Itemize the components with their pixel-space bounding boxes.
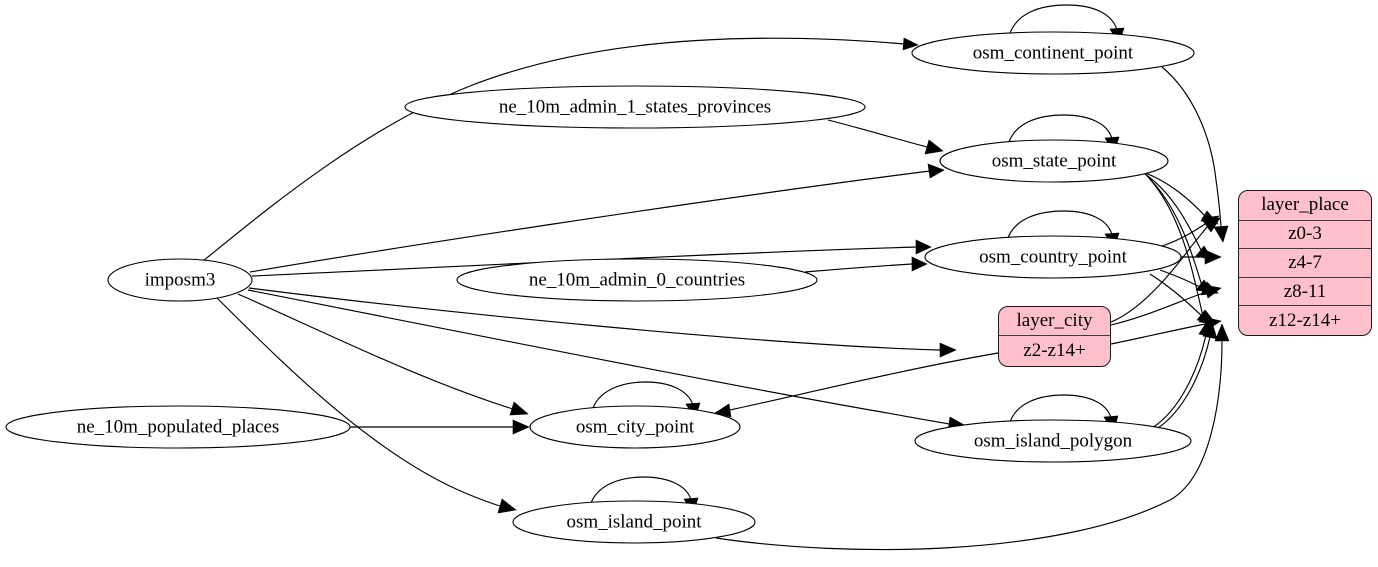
edge-imposm3-to-osm_continent_point (202, 37, 906, 262)
edge-self-osm_island_point (589, 476, 692, 507)
node-ne_10m_admin_1_states_provinces[interactable]: ne_10m_admin_1_states_provinces (404, 85, 866, 129)
arrowhead (512, 419, 530, 435)
record-node-layer_city[interactable]: layer_city z2-z14+ (998, 306, 1111, 367)
layer_city-header: layer_city (999, 307, 1110, 337)
edge-osm_island_polygon-to-layer_place-z12-z14-b (1154, 336, 1211, 431)
node-osm_island_polygon[interactable]: osm_island_polygon (914, 419, 1192, 463)
layer_place-row-z8-11[interactable]: z8-11 (1239, 278, 1371, 307)
layer_place-row-z0-3[interactable]: z0-3 (1239, 221, 1371, 250)
edge-self-osm_state_point (1007, 114, 1113, 146)
edge-imposm3-to-osm_city_point (237, 293, 514, 410)
layer_place-header: layer_place (1239, 191, 1371, 221)
arrowhead (1202, 321, 1218, 340)
edge-self-osm_country_point (1006, 210, 1113, 242)
edge-osm_island_point-to-layer_place-z12-z14 (715, 339, 1223, 551)
edge-osm_state_point-to-layer_place-z12-z14 (1148, 177, 1204, 317)
arrowhead (509, 401, 529, 416)
node-label: osm_island_point (566, 511, 702, 532)
node-ne_10m_admin_0_countries[interactable]: ne_10m_admin_0_countries (456, 258, 818, 302)
node-label: ne_10m_admin_1_states_provinces (499, 96, 771, 117)
layer_place-row-z4-7[interactable]: z4-7 (1239, 249, 1371, 278)
node-label: ne_10m_populated_places (77, 416, 280, 437)
node-imposm3[interactable]: imposm3 (107, 258, 253, 302)
edge-layer_city-row-to-layer_place-z12-z14 (1110, 323, 1206, 345)
node-label: osm_city_point (576, 416, 695, 437)
edge-ne_states_provinces-to-osm_state_point (827, 119, 928, 148)
edge-osm_country_point-to-layer_place-z0-3 (1161, 223, 1206, 247)
arrowhead (915, 239, 932, 255)
arrowhead (927, 163, 945, 179)
arrowhead (1202, 217, 1221, 233)
edge-layer_city-row-to-osm_city_point (729, 352, 999, 411)
edge-imposm3-to-layer_city-row (248, 287, 941, 351)
arrowhead (1213, 225, 1229, 243)
node-label: osm_state_point (992, 150, 1117, 171)
edge-layer_city-to-layer_place-z8-11 (1110, 291, 1207, 326)
layer_city-row-z2-z14plus[interactable]: z2-z14+ (1023, 340, 1086, 362)
record-node-layer_place[interactable]: layer_place z0-3 z4-7 z8-11 z12-z14+ (1238, 190, 1372, 336)
edge-imposm3-to-osm_state_point (249, 170, 931, 273)
edge-self-osm_continent_point (1008, 4, 1118, 37)
arrowhead (939, 342, 957, 358)
edge-imposm3-to-osm_island_point (215, 296, 501, 507)
node-label: osm_island_polygon (974, 430, 1133, 451)
edge-imposm3-to-osm_island_polygon (247, 289, 951, 425)
edge-ne_admin_0_countries-to-osm_country_point (804, 263, 913, 273)
arrowhead (1203, 284, 1222, 299)
node-label: osm_country_point (979, 246, 1127, 267)
edge-osm_island_polygon-to-layer_place-z12-z14 (1151, 334, 1207, 429)
arrowhead (1214, 323, 1230, 342)
edge-osm_state_point-to-layer_place-z4-7 (1144, 173, 1203, 253)
node-osm_continent_point[interactable]: osm_continent_point (911, 31, 1195, 75)
arrowhead (497, 498, 517, 514)
edge-layer_city-to-layer_place-z0-3 (1110, 226, 1208, 323)
edge-osm_country_point-to-layer_place-z8-11 (1159, 269, 1205, 290)
edge-self-osm_city_point (591, 381, 694, 412)
edge-osm_state_point-to-layer_place-z0-3 (1142, 171, 1206, 217)
node-label: ne_10m_admin_0_countries (529, 269, 745, 290)
arrowhead (1204, 249, 1222, 265)
edge-osm_continent_point-to-layer_place-z0-3 (1161, 66, 1222, 227)
node-osm_city_point[interactable]: osm_city_point (529, 405, 741, 449)
node-osm_state_point[interactable]: osm_state_point (939, 139, 1169, 183)
node-osm_island_point[interactable]: osm_island_point (512, 500, 756, 544)
edge-group (202, 4, 1230, 551)
node-osm_country_point[interactable]: osm_country_point (924, 235, 1182, 279)
node-label: imposm3 (145, 269, 216, 290)
arrowhead (924, 139, 944, 155)
layer_place-row-z12-z14plus[interactable]: z12-z14+ (1269, 309, 1341, 331)
node-ne_10m_populated_places[interactable]: ne_10m_populated_places (5, 405, 351, 449)
arrowhead (902, 37, 919, 51)
node-group: imposm3 ne_10m_admin_1_states_provinces … (5, 31, 1195, 544)
arrowhead (911, 256, 928, 272)
edge-self-osm_island_polygon (1008, 394, 1112, 426)
edge-osm_country_point-to-layer_place-z12-z14 (1149, 273, 1204, 318)
node-label: osm_continent_point (973, 42, 1134, 63)
